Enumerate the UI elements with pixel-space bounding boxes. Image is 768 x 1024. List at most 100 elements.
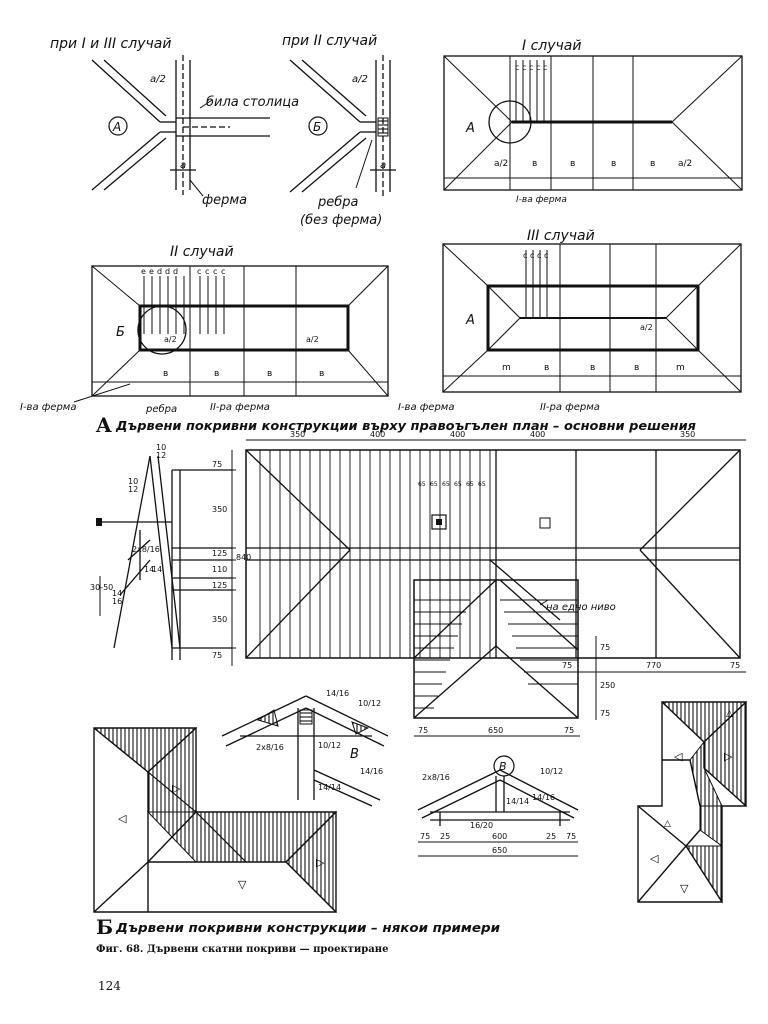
arrow-right-icon: ▷ (172, 782, 181, 795)
arrow-up-icon: △ (726, 709, 733, 719)
case-1-cells: c c c c c (515, 63, 547, 72)
section-2-dims: 75 25 600 25 75 650 (420, 832, 576, 855)
svg-text:c: c (543, 63, 547, 72)
detail-1-heading: при I и III случай (50, 36, 171, 52)
svg-text:600: 600 (492, 832, 507, 841)
left-section-member: 2x8/16 (132, 545, 160, 554)
svg-text:75: 75 (420, 832, 430, 841)
section-2-post: 14/14 (506, 797, 529, 806)
arrow-left-icon: ◁ (674, 750, 683, 763)
svg-text:c: c (537, 251, 541, 260)
left-section-low-2: 14 (112, 589, 122, 598)
detail-b-letter: В (350, 747, 359, 762)
detail-1-plate-label: била столица (206, 95, 299, 110)
case-3-first-truss: I-ва ферма (398, 402, 454, 413)
svg-text:75: 75 (566, 832, 576, 841)
svg-text:c: c (530, 251, 534, 260)
section-a-letter: A (95, 413, 112, 437)
plan-level-note: на едно ниво (546, 602, 616, 613)
svg-text:350: 350 (680, 430, 695, 439)
svg-text:25: 25 (440, 832, 450, 841)
case-2-bottom-dims: в в в в (163, 369, 324, 379)
svg-text:a/2: a/2 (494, 159, 508, 169)
svg-text:400: 400 (530, 430, 545, 439)
case-3-letter: А (465, 313, 475, 328)
svg-text:25: 25 (546, 832, 556, 841)
section-a-title: Дървени покривни конструкции върху право… (115, 419, 696, 433)
complex-roof-example: ◁ △ ▷ △ ◁ ▽ (637, 700, 748, 904)
left-section-low-1: 30-50 (90, 583, 113, 592)
arrow-down-icon: ▽ (238, 878, 247, 891)
case-2-letter: Б (116, 325, 125, 340)
detail-2-heading: при II случай (282, 33, 377, 49)
right-dims: 75 770 75 (562, 661, 746, 673)
svg-text:в: в (544, 363, 549, 373)
case-2-plan: II случай e e d d (20, 244, 389, 415)
section-b-title: Дървени покривни конструкции – някои при… (115, 921, 501, 935)
detail-b-post-2: 14/14 (318, 783, 341, 792)
detail-b: 14/16 10/12 2x8/16 10/12 14/14 14/16 В (221, 689, 389, 807)
left-section-low-3: 16 (112, 597, 122, 606)
svg-text:a/2: a/2 (678, 159, 692, 169)
arrow-left-icon: ◁ (650, 852, 659, 865)
svg-text:350: 350 (290, 430, 305, 439)
rafter-dims: 65 65 65 65 65 65 (418, 481, 486, 488)
svg-text:m: m (502, 363, 511, 373)
detail-1: при I и III случай А a/2 a била столица … (50, 36, 299, 208)
detail-b-brace: 14/16 (360, 767, 383, 776)
svg-text:в: в (532, 159, 537, 169)
detail-2-block (377, 117, 389, 137)
arrow-right-icon: ▷ (724, 750, 733, 763)
svg-text:770: 770 (646, 661, 661, 670)
svg-text:e: e (149, 267, 154, 276)
section-b-letter: Б (96, 915, 113, 939)
svg-text:d: d (157, 267, 162, 276)
wing-dims: 75 650 75 (414, 726, 580, 737)
svg-text:650: 650 (488, 726, 503, 735)
section-2-frac2: 14/16 (532, 793, 555, 802)
svg-text:75: 75 (212, 651, 222, 660)
page-number: 124 (98, 979, 121, 993)
svg-text:в: в (267, 369, 272, 379)
svg-text:в: в (214, 369, 219, 379)
detail-1-truss-label: ферма (202, 193, 247, 208)
case-1-truss-label: I-ва ферма (516, 195, 567, 205)
svg-text:125: 125 (212, 549, 227, 558)
detail-1-frac: a/2 (150, 74, 166, 85)
svg-text:d: d (165, 267, 170, 276)
svg-text:e: e (141, 267, 146, 276)
svg-text:65: 65 (454, 481, 462, 488)
svg-text:в: в (590, 363, 595, 373)
svg-text:c: c (544, 251, 548, 260)
arrow-up-icon: △ (664, 819, 671, 829)
case-1-heading: I случай (522, 38, 581, 54)
svg-text:c: c (515, 63, 519, 72)
svg-text:350: 350 (212, 615, 227, 624)
arrow-left-icon: ◁ (118, 812, 127, 825)
svg-text:125: 125 (212, 581, 227, 590)
detail-1-dim: a (180, 160, 186, 171)
case-2-ribs: ребра (145, 403, 177, 415)
svg-text:75: 75 (212, 460, 222, 469)
case-2-frac-right: a/2 (306, 335, 319, 344)
case-2-second-truss: II-ра ферма (210, 402, 270, 413)
svg-text:75: 75 (564, 726, 574, 735)
svg-text:840: 840 (236, 553, 251, 562)
pitch-1: 10 (156, 443, 166, 452)
case-3-second-truss: II-ра ферма (540, 402, 600, 413)
side-dims: 75 250 75 (595, 636, 615, 720)
svg-text:65: 65 (466, 481, 474, 488)
case-1-bottom-dims: a/2 в в в в a/2 (494, 159, 692, 169)
detail-2-letter: Б (313, 120, 321, 134)
pitch-2: 12 (156, 451, 166, 460)
arrow-down-icon: ▽ (680, 882, 689, 895)
detail-2-dim: a (380, 160, 386, 171)
case-2-cells: e e d d d c c c c (141, 267, 225, 276)
svg-text:75: 75 (418, 726, 428, 735)
svg-text:в: в (319, 369, 324, 379)
case-3-cells: c c c c (523, 251, 548, 260)
detail-b-frac2: 10/12 (358, 699, 381, 708)
section-2-letter: В (499, 760, 507, 773)
svg-text:65: 65 (442, 481, 450, 488)
